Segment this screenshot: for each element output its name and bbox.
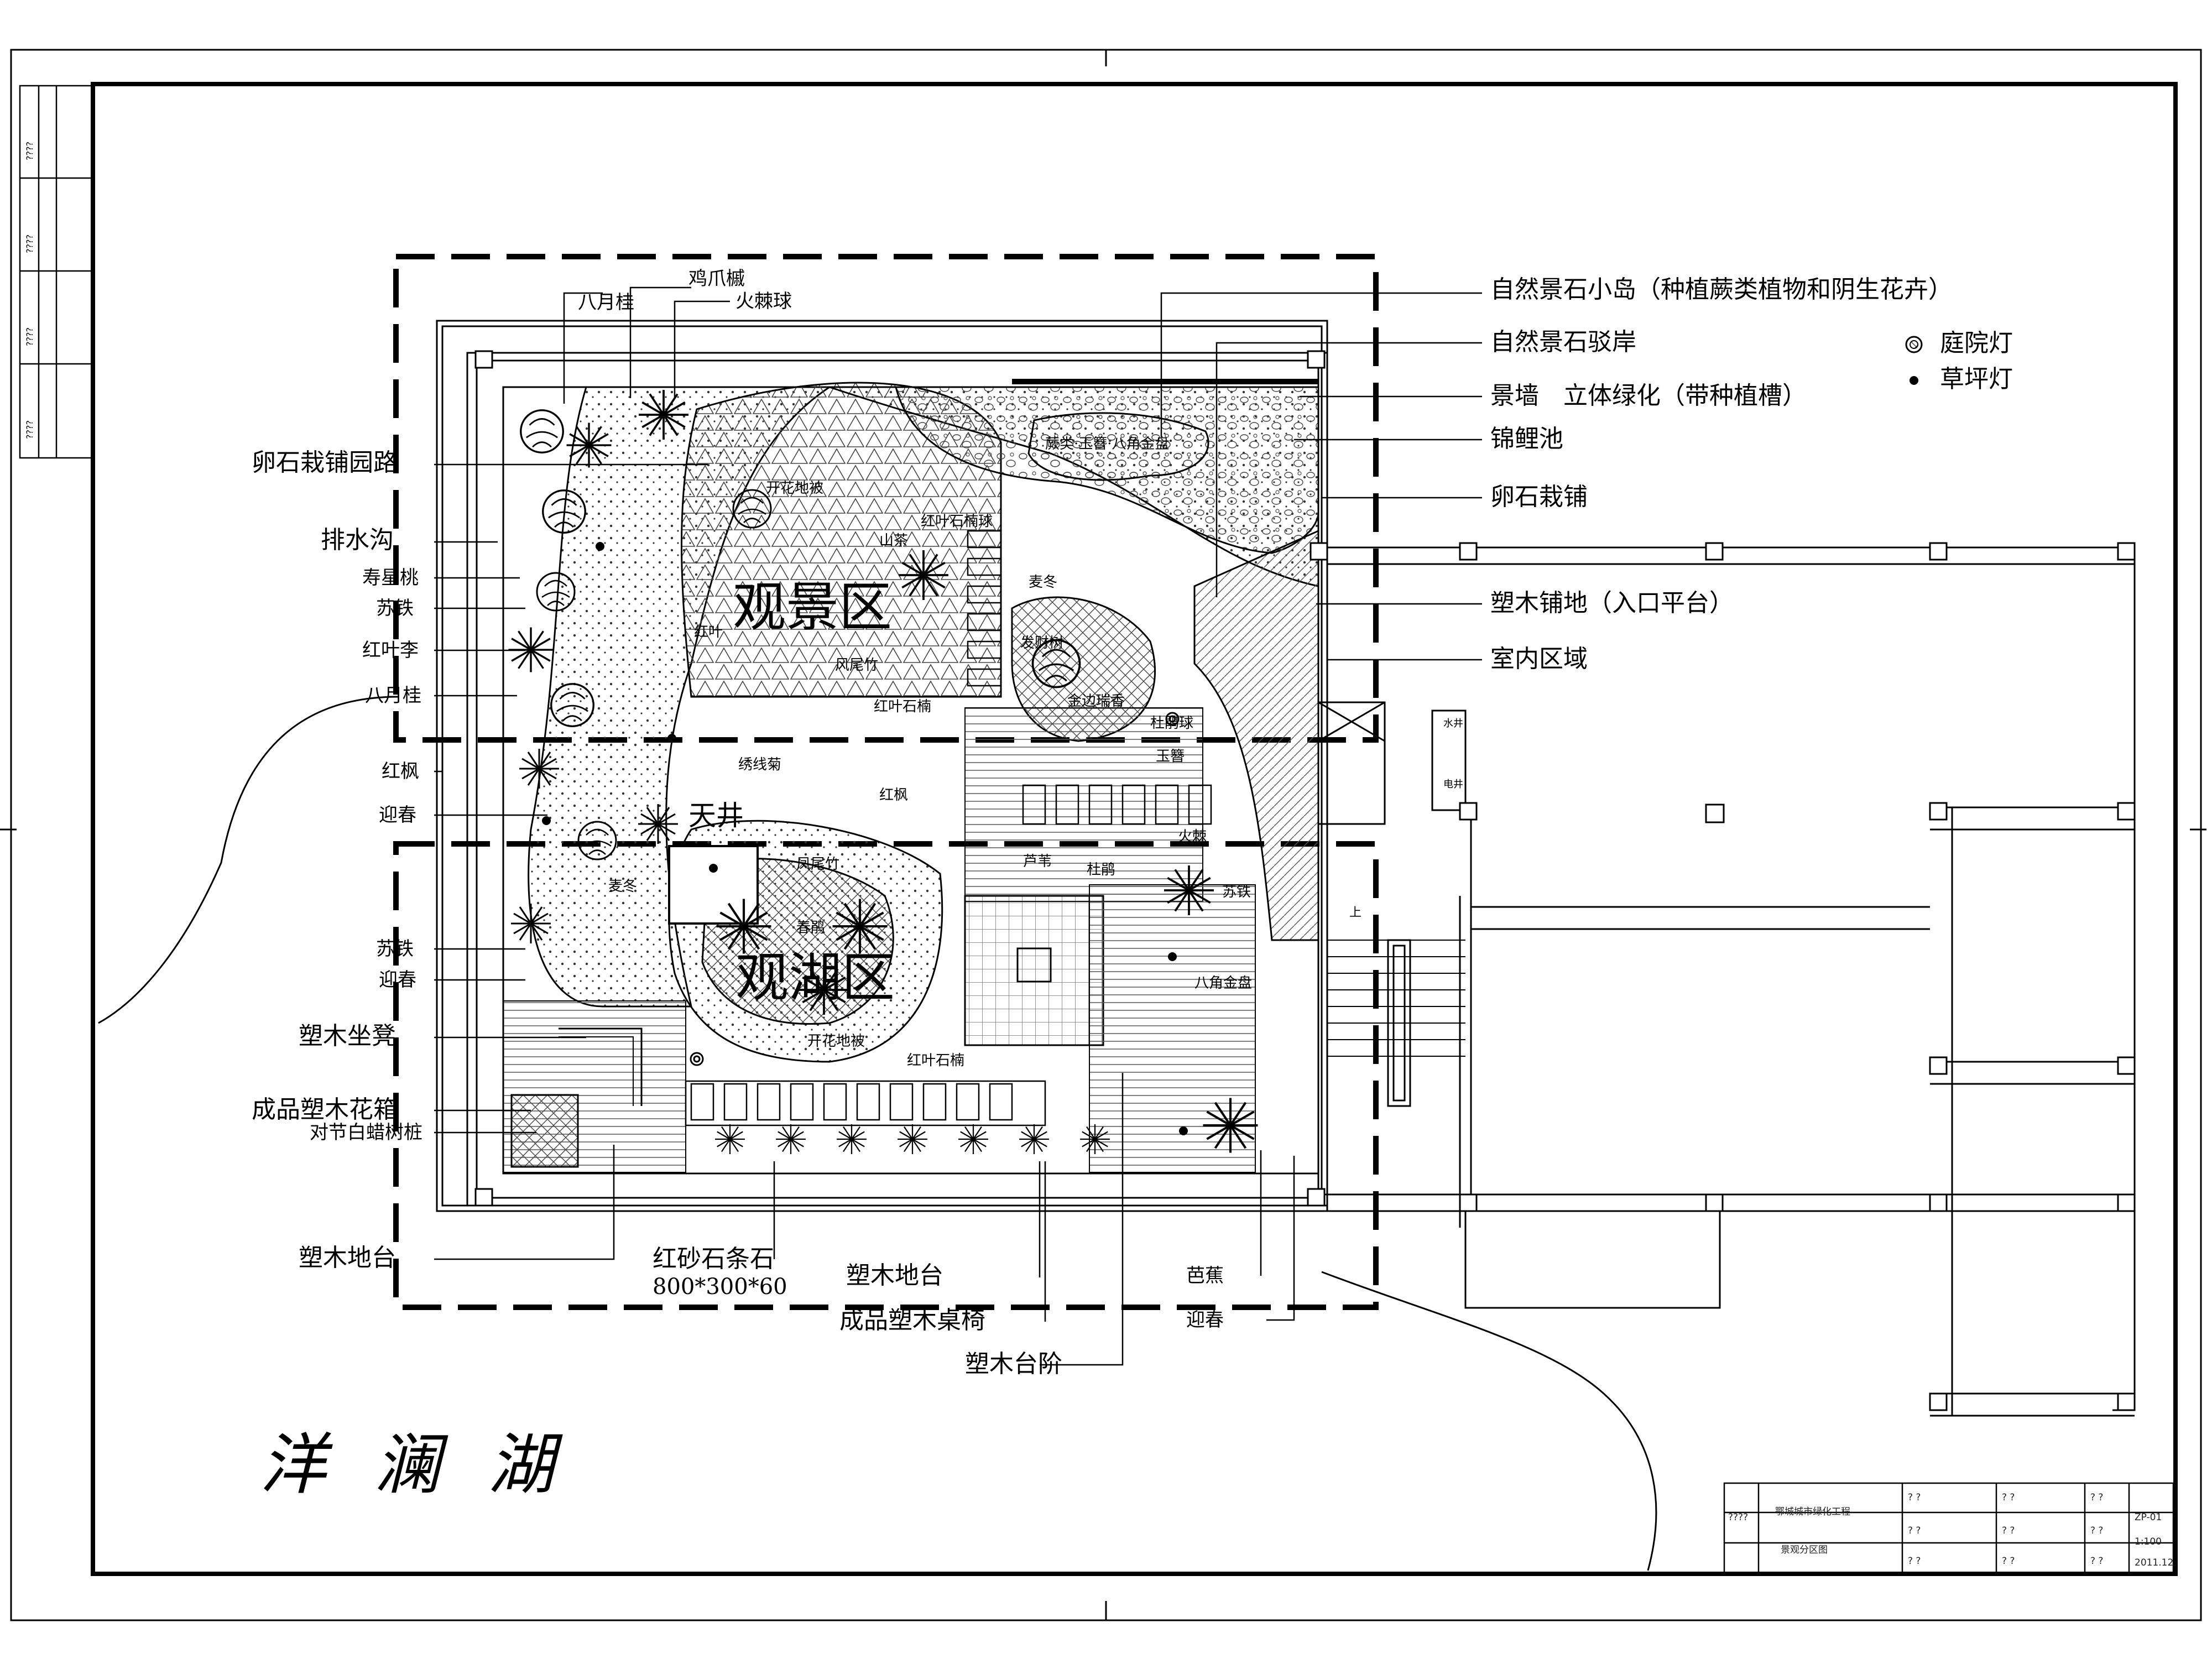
left-label-plum: 红叶李 bbox=[362, 639, 419, 661]
lake-name: 洋 澜 湖 bbox=[260, 1427, 568, 1504]
plant-label: 苏铁 bbox=[1222, 884, 1251, 900]
right-label-pebble: 卵石栽铺 bbox=[1490, 483, 1588, 511]
title-block-scale: 1:100 bbox=[2135, 1536, 2162, 1547]
plant-label: 蕨类·玉簪·八角金盘 bbox=[1045, 436, 1170, 452]
bottom-label-banana: 芭蕉 bbox=[1186, 1265, 1224, 1287]
lawn-lamp-icon bbox=[1910, 376, 1918, 385]
plant-label: 红枫 bbox=[879, 787, 909, 804]
title-block-q4: ? ? bbox=[1908, 1525, 1921, 1536]
title-block-q1: ? ? bbox=[1908, 1492, 1921, 1503]
plant-label: 麦冬 bbox=[608, 878, 638, 895]
legend-lawn-lamp: 草坪灯 bbox=[1940, 365, 2013, 393]
right-label-rock-bank: 自然景石驳岸 bbox=[1490, 328, 1636, 356]
plant-label: 红叶石楠 bbox=[907, 1052, 965, 1069]
plant-label: 杜鹃球 bbox=[1150, 715, 1194, 732]
title-block-date: 2011.12 bbox=[2135, 1557, 2174, 1568]
right-label-koi-pond: 锦鲤池 bbox=[1490, 425, 1563, 453]
atrium-label: 天井 bbox=[688, 800, 744, 832]
plant-label: 山茶 bbox=[879, 533, 909, 549]
title-block-sheet: ZP-01 bbox=[2135, 1512, 2162, 1523]
title-block-q3: ? ? bbox=[2090, 1492, 2104, 1503]
bottom-label-table-chair: 成品塑木桌椅 bbox=[839, 1306, 985, 1334]
title-block-q7: ? ? bbox=[1908, 1556, 1921, 1567]
right-label-indoor: 室内区域 bbox=[1490, 645, 1588, 673]
left-label-maple: 红枫 bbox=[382, 760, 419, 782]
title-block-q9: ? ? bbox=[2090, 1556, 2104, 1567]
left-label-drain: 排水沟 bbox=[321, 526, 394, 554]
stair-label-up: 上 bbox=[1349, 906, 1362, 920]
courtyard-lamp-icon bbox=[1905, 336, 1923, 353]
left-label-peach: 寿星桃 bbox=[362, 567, 419, 589]
legend-courtyard-lamp: 庭院灯 bbox=[1940, 329, 2013, 357]
zone-label-lake: 观湖区 bbox=[735, 947, 895, 1009]
bottom-label-jasmine: 迎春 bbox=[1186, 1309, 1224, 1331]
bottom-label-stone-spec: 800*300*60 bbox=[653, 1274, 787, 1300]
plant-label: 芦苇 bbox=[1023, 853, 1052, 870]
title-block-q6: ? ? bbox=[2090, 1525, 2104, 1536]
right-label-green-wall: 景墙 立体绿化（带种植槽） bbox=[1490, 382, 1807, 410]
plant-label: 红叶 bbox=[694, 624, 723, 640]
title-block-q8: ? ? bbox=[2002, 1556, 2015, 1567]
plant-label: 玉簪 bbox=[1156, 748, 1185, 765]
plant-label: 八角金盘 bbox=[1194, 975, 1253, 992]
left-label-pebble-path: 卵石栽铺园路 bbox=[252, 448, 398, 477]
shaft-label-water: 水井 bbox=[1443, 718, 1463, 729]
title-block-project: 鄂城城市绿化工程 bbox=[1775, 1506, 1850, 1517]
right-label-rock-island: 自然景石小岛（种植蕨类植物和阴生花卉） bbox=[1490, 275, 1953, 304]
plant-label: 风尾竹 bbox=[835, 657, 879, 674]
plant-label: 开花地被 bbox=[766, 480, 824, 497]
title-block-placeholder: ???? bbox=[1728, 1512, 1749, 1523]
left-label-cycad-1: 苏铁 bbox=[376, 597, 414, 619]
plant-label: 金边瑞香 bbox=[1067, 693, 1125, 709]
bottom-label-deck: 塑木地台 bbox=[846, 1261, 943, 1290]
plant-label: 发财树 bbox=[1020, 635, 1064, 651]
title-block-drawing: 景观分区图 bbox=[1781, 1545, 1828, 1556]
title-block-q2: ? ? bbox=[2002, 1492, 2015, 1503]
top-label-firethorn: 火棘球 bbox=[735, 290, 792, 312]
plant-label: 绣线菊 bbox=[738, 757, 782, 773]
bottom-label-steps: 塑木台阶 bbox=[965, 1350, 1062, 1378]
left-label-osmanthus: 八月桂 bbox=[365, 685, 421, 707]
bottom-label-stone-strip: 红砂石条石 bbox=[653, 1245, 774, 1273]
left-label-jasmine-1: 迎春 bbox=[379, 804, 416, 826]
plant-label: 红叶石楠 bbox=[874, 698, 932, 715]
left-label-planter: 成品塑木花箱 bbox=[252, 1095, 398, 1124]
zone-label-view: 观景区 bbox=[733, 576, 892, 638]
right-label-entry-deck: 塑木铺地（入口平台） bbox=[1490, 589, 1734, 617]
plant-label: 麦冬 bbox=[1029, 574, 1058, 591]
plant-label: 开花地被 bbox=[807, 1033, 865, 1050]
top-label-maple: 鸡爪槭 bbox=[688, 268, 745, 290]
plant-label: 凤尾竹 bbox=[796, 856, 840, 873]
side-strip-cell: ???? bbox=[24, 420, 35, 439]
top-label-osmanthus: 八月桂 bbox=[578, 291, 634, 314]
plant-label: 春鹃 bbox=[796, 920, 826, 936]
left-label-deck: 塑木地台 bbox=[299, 1244, 396, 1272]
left-label-ash-stump: 对节白蜡树桩 bbox=[310, 1121, 422, 1144]
plant-label: 红叶石楠球 bbox=[921, 513, 993, 530]
plant-label: 火棘 bbox=[1178, 828, 1207, 845]
side-strip-cell: ???? bbox=[24, 234, 35, 253]
shaft-label-electric: 电井 bbox=[1443, 779, 1463, 790]
side-strip-cell: ???? bbox=[24, 142, 35, 160]
title-block-q5: ? ? bbox=[2002, 1525, 2015, 1536]
left-label-cycad-2: 苏铁 bbox=[376, 938, 414, 960]
plant-label: 杜鹃 bbox=[1087, 862, 1116, 878]
left-label-jasmine-2: 迎春 bbox=[379, 969, 416, 991]
side-strip-cell: ???? bbox=[24, 327, 35, 346]
left-label-bench: 塑木坐凳 bbox=[299, 1022, 396, 1050]
